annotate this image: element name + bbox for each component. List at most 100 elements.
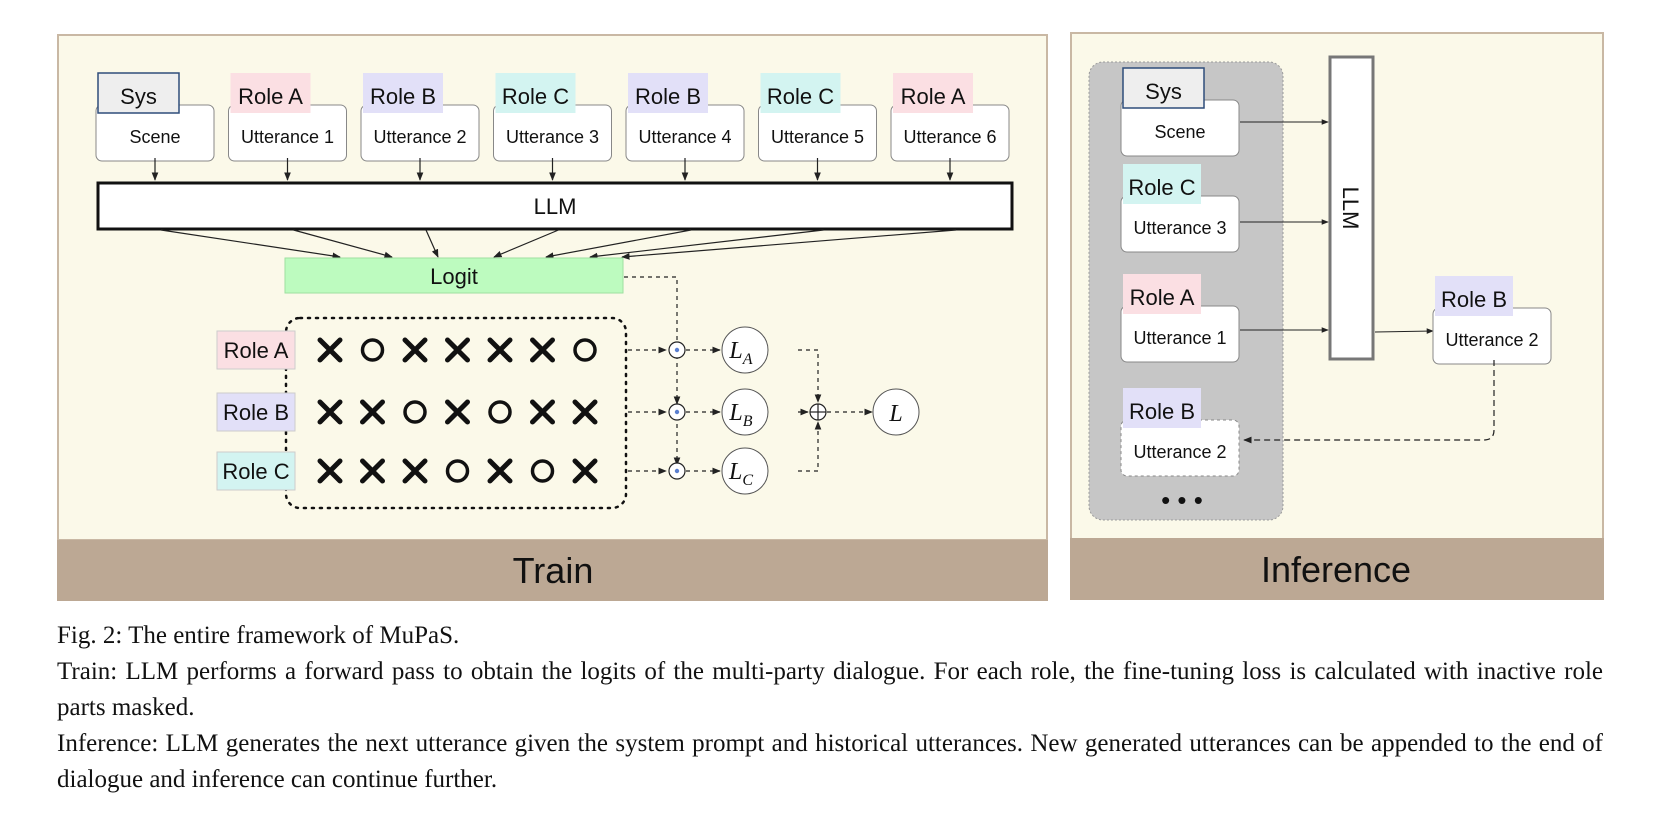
loss-circle — [721, 326, 769, 374]
active-mark — [488, 400, 512, 424]
loss-label: LB — [728, 400, 752, 430]
utterance-text: Utterance 1 — [241, 127, 334, 147]
role-tag — [1122, 67, 1205, 109]
role-tag — [893, 73, 973, 113]
loss-subscript: B — [743, 413, 753, 430]
inference-llm-box — [1328, 55, 1375, 361]
masked-mark — [572, 399, 598, 425]
role-tag-label: Role A — [238, 84, 303, 109]
loss-subscript: C — [742, 472, 753, 489]
utterance-text: Utterance 5 — [771, 127, 864, 147]
role-tag-label: Role C — [502, 84, 569, 109]
masked-mark — [317, 399, 343, 425]
role-tag-label: Role B — [1129, 399, 1195, 424]
masked-mark — [572, 458, 598, 484]
masked-mark — [402, 458, 428, 484]
masked-mark — [487, 458, 513, 484]
mask-row: Role B — [216, 392, 667, 432]
role-tag — [495, 73, 576, 113]
llm-to-logit-arrow — [160, 229, 341, 260]
role-tag-label: Role B — [370, 84, 436, 109]
role-tag-label: Role C — [767, 84, 834, 109]
masked-mark — [360, 458, 385, 484]
card-body — [1120, 419, 1240, 477]
utterance-text: Scene — [1154, 122, 1205, 142]
role-tag-label: Sys — [1145, 79, 1182, 104]
loss-subscript: A — [742, 351, 753, 368]
role-loss-node: LB — [668, 388, 769, 436]
sum-node — [809, 403, 827, 421]
caption-title: Fig. 2: The entire framework of MuPaS. — [57, 622, 460, 649]
masked-mark — [445, 399, 470, 425]
masked-mark — [402, 337, 428, 363]
utterance-text: Utterance 2 — [1133, 442, 1226, 462]
logit-label: Logit — [430, 264, 478, 289]
loss-a-to-sum — [798, 349, 822, 403]
active-mark — [360, 338, 385, 362]
role-loss-node: LA — [668, 326, 769, 374]
loss-circle — [721, 388, 769, 436]
masked-mark — [487, 337, 513, 363]
mask-row-role-label: Role B — [223, 400, 289, 425]
feedback-arrow — [1243, 360, 1495, 444]
appended-utterance-card: Role B Utterance 2 — [1120, 388, 1240, 477]
mask-row: Role C — [216, 451, 667, 491]
ellipsis: • • • — [1161, 485, 1203, 515]
loss-symbol: L — [728, 459, 742, 485]
masked-mark — [317, 458, 343, 484]
logit-box — [284, 257, 624, 294]
llm-to-logit-arrows — [160, 229, 957, 260]
active-mark — [530, 459, 555, 483]
mask-row-role-label: Role C — [222, 459, 289, 484]
role-tag — [363, 73, 443, 113]
active-mark — [445, 459, 470, 483]
utterance-text: Utterance 2 — [373, 127, 466, 147]
role-tag — [760, 73, 841, 113]
train-band — [57, 540, 1048, 601]
multiply-dot — [674, 409, 680, 415]
role-tag — [97, 72, 180, 114]
total-loss-node — [872, 388, 920, 436]
role-tag — [1435, 276, 1513, 316]
mask-rows: Role A Role B Role C — [216, 330, 667, 491]
active-mark — [403, 400, 427, 424]
inference-band — [1070, 538, 1604, 600]
masked-mark — [317, 337, 343, 363]
inference-band-label: Inference — [1261, 549, 1411, 590]
active-mark — [573, 338, 597, 362]
llm-to-logit-arrow — [589, 229, 824, 260]
mask-row-role-tag — [216, 451, 296, 491]
train-band-label: Train — [513, 550, 594, 591]
mask-matrix-frame — [284, 316, 628, 510]
mask-row-role-tag — [216, 392, 296, 432]
utterance-card: Role A Utterance 1 — [228, 73, 347, 162]
role-tag-label: Role A — [901, 84, 966, 109]
role-tag — [230, 73, 311, 113]
role-tag-label: Role B — [1441, 287, 1507, 312]
total-loss-label: L — [888, 401, 902, 427]
loss-label: LC — [728, 459, 753, 489]
loss-c-to-sum — [798, 421, 822, 472]
masked-mark — [360, 399, 385, 425]
llm-to-logit-arrow — [545, 229, 692, 259]
multiply-dot — [674, 468, 680, 474]
utterance-card: Role B Utterance 2 — [360, 73, 480, 162]
train-llm-label: LLM — [534, 194, 577, 219]
mask-row-role-label: Role A — [224, 338, 289, 363]
role-tag-label: Role C — [1128, 175, 1195, 200]
logit-to-loss-line — [624, 276, 678, 343]
role-tag — [1123, 164, 1201, 204]
